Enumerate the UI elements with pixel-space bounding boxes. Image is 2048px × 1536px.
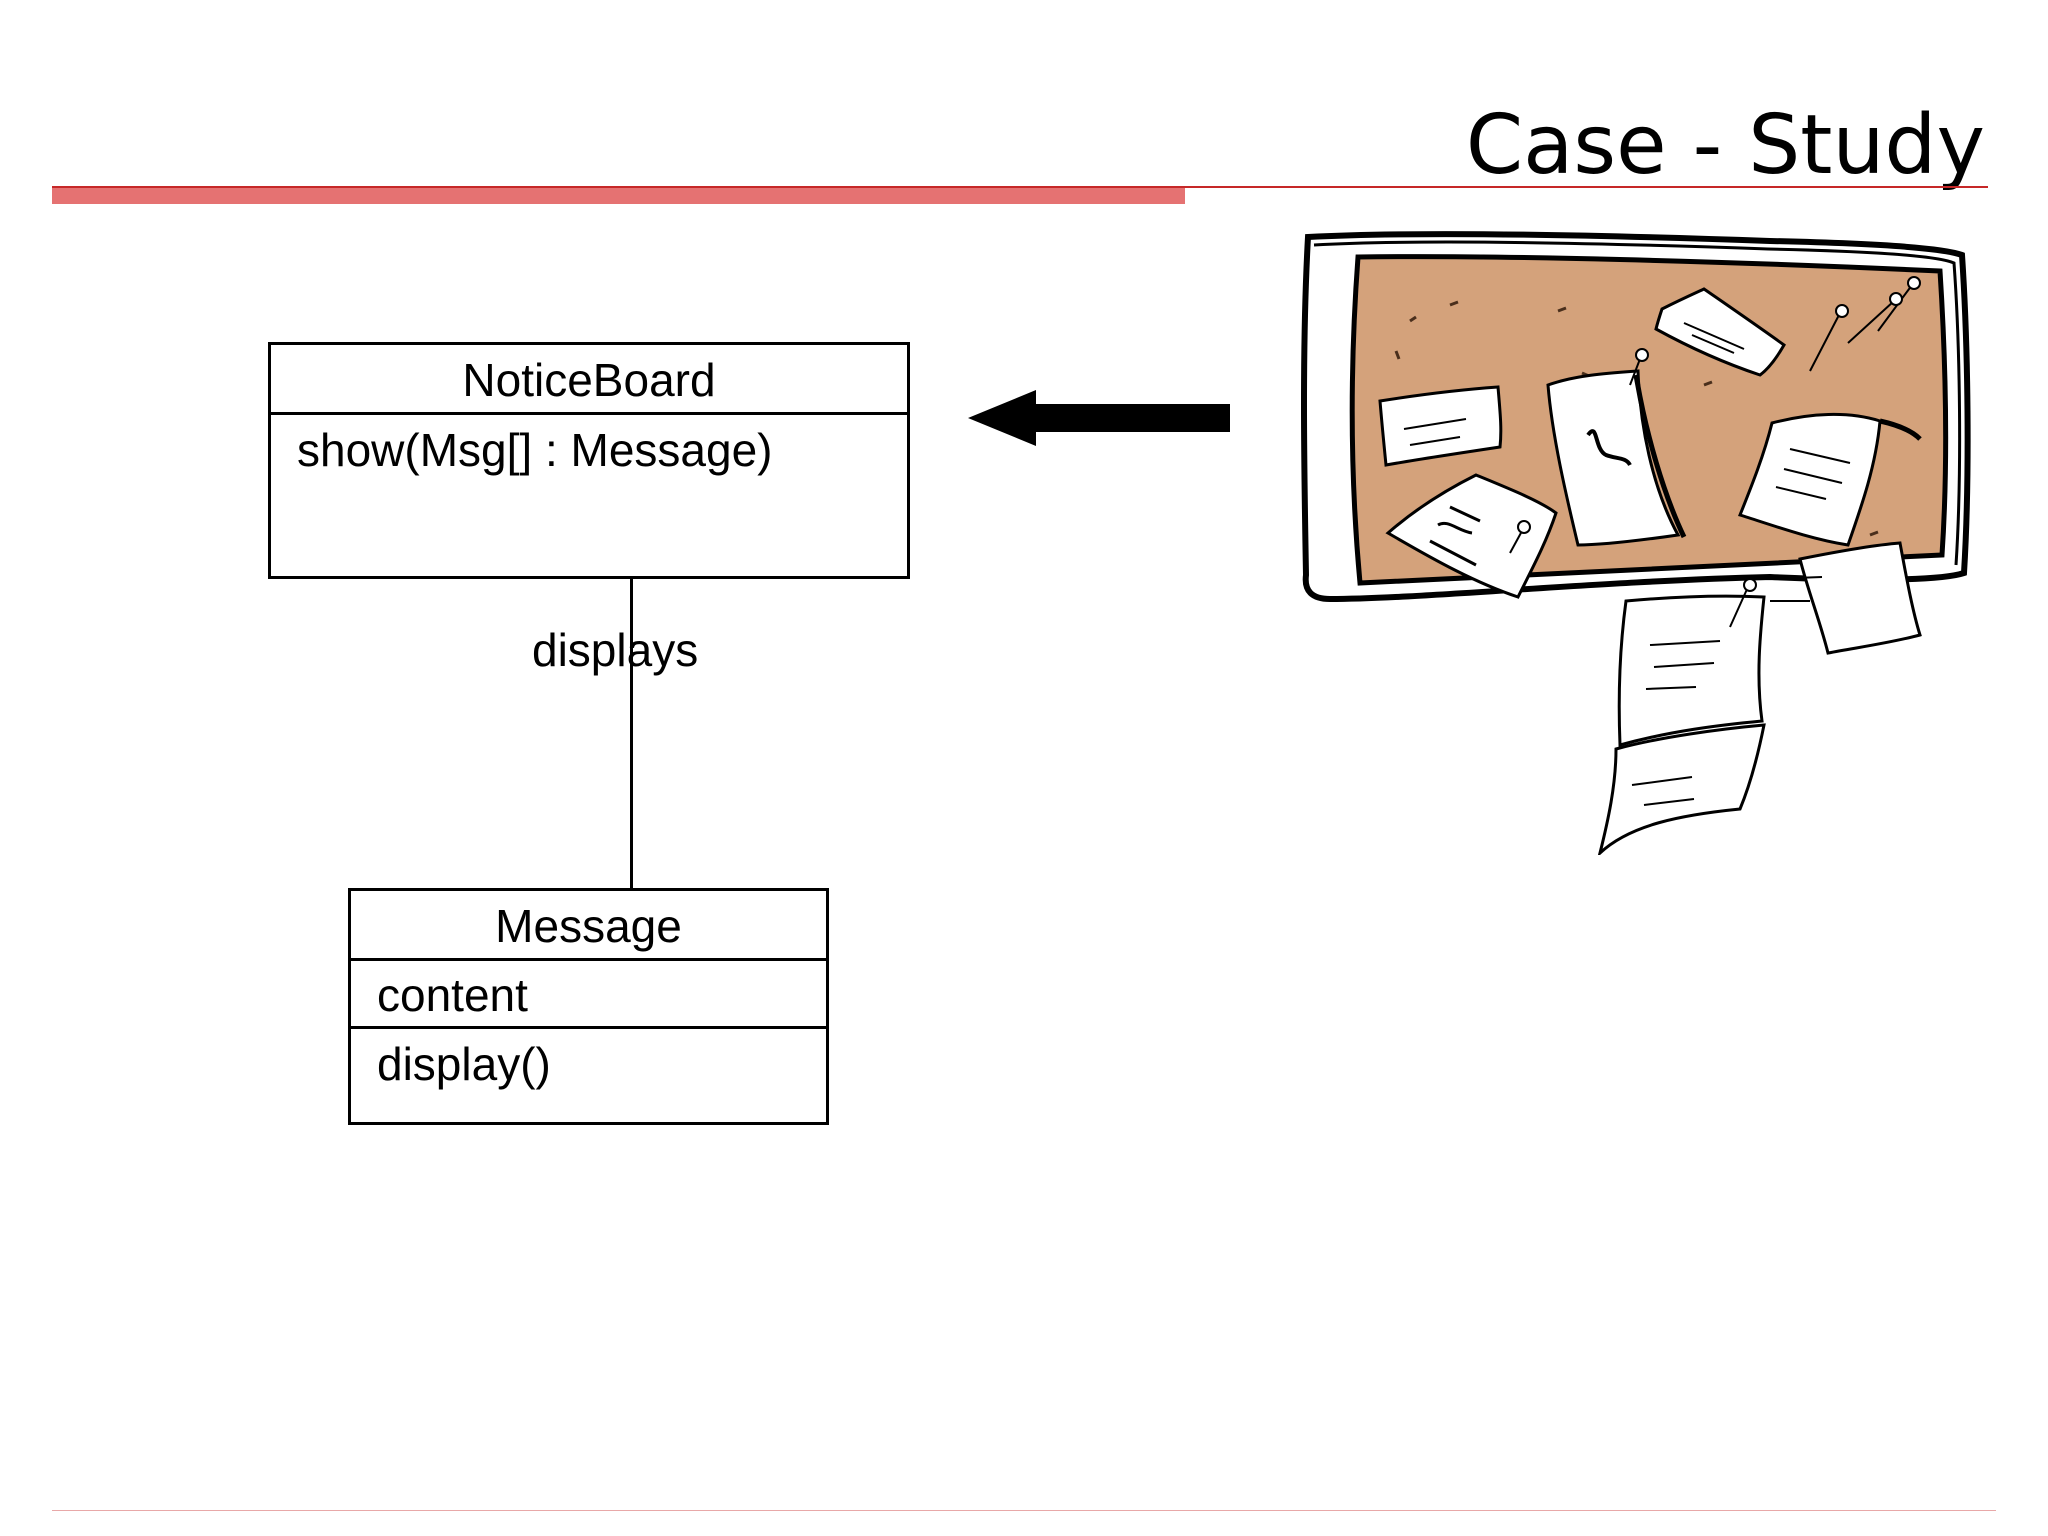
title-underline-accent [52,188,1185,204]
class-attribute: content [351,961,826,1029]
slide-title: Case - Study [1465,98,1985,193]
class-noticeboard: NoticeBoard show(Msg[] : Message) [268,342,910,579]
left-arrow-icon [968,390,1230,446]
association-label: displays [532,624,699,676]
class-name: NoticeBoard [271,345,907,415]
association-line [630,579,633,888]
footer-divider [52,1510,1996,1511]
title-underline-thin [52,186,1988,188]
class-operation: display() [377,1038,551,1090]
class-name: Message [351,891,826,961]
corkboard-notice-board-icon [1301,231,1971,855]
class-operation: show(Msg[] : Message) [297,424,773,476]
class-message: Message content display() [348,888,829,1125]
